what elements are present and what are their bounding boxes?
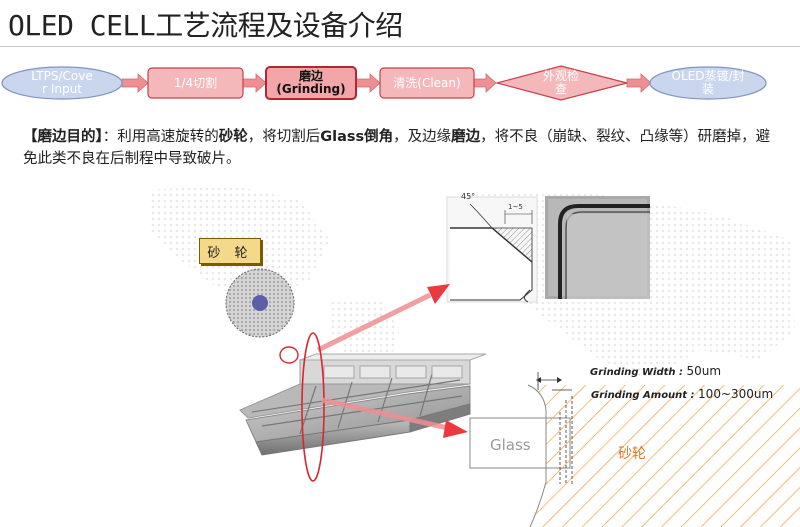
grinding-width-label: Grinding Width : [590, 367, 684, 378]
flow-arrow-1 [121, 73, 149, 93]
edge-highlight-oval [301, 332, 325, 482]
flow-node-encap-line2: 装 [701, 82, 714, 96]
corner-highlight-oval [279, 346, 299, 364]
flow-node-inspect-line1: 外观检 [542, 69, 579, 83]
flow-node-encap-shape [649, 66, 767, 100]
flow-node-ltps-shape [1, 66, 123, 100]
flow-node-cut-label: 1/4切割 [173, 75, 218, 90]
flow-arrow-2 [242, 73, 267, 93]
flow-node-grind-line2: (Grinding) [276, 82, 346, 96]
keyword-edge-grind: 磨边 [451, 129, 481, 145]
purpose-colon: ： [102, 129, 118, 145]
flow-node-inspect-shape [494, 65, 628, 101]
flow-node-encap-line1: OLED蒸镀/封 [671, 69, 745, 83]
flow-node-cut-shape [147, 67, 244, 99]
flow-node-clean-label: 清洗(Clean) [393, 75, 461, 90]
keyword-chamfer: Glass倒角 [320, 129, 394, 145]
purpose-label: 【磨边目的】 [23, 129, 103, 145]
grinding-width-value: 50um [686, 364, 722, 378]
grinding-amount-label: Grinding Amount : [591, 390, 695, 401]
purpose-part-3: ，及边缘 [393, 129, 452, 145]
chamfer-detail-drawing: 45° 1~5 [446, 192, 538, 303]
flow-node-cut: 1/4切割 [148, 68, 243, 98]
grinding-wheel-label: 砂 轮 [199, 238, 261, 264]
purpose-part-1: 利用高速旋转的 [117, 129, 219, 145]
grinding-cross-section [469, 372, 800, 527]
flow-arrow-3 [355, 73, 381, 93]
flow-arrow-4 [473, 73, 497, 93]
pointer-arrow-upper [316, 284, 450, 353]
grinding-width-annotation: Grinding Width : 50um [590, 364, 721, 378]
flow-arrow-5 [626, 73, 652, 93]
flow-node-grind: 磨边 (Grinding) [266, 67, 356, 99]
wheel-section-label: 砂轮 [618, 446, 646, 462]
flow-node-grind-line1: 磨边 [298, 69, 323, 83]
title-divider [0, 46, 800, 47]
angle-label: 45° [461, 192, 475, 201]
page-title: OLED CELL工艺流程及设备介绍 [8, 9, 403, 42]
grinding-illustration: 45° 1~5 [225, 192, 800, 527]
flow-node-inspect: 外观检 查 [527, 67, 595, 99]
flow-node-ltps-line1: LTPS/Cove [31, 69, 93, 83]
process-flow: LTPS/Cove r Input 1/4切割 磨边 (Grinding) 清洗… [0, 52, 800, 112]
flow-node-clean: 清洗(Clean) [380, 68, 474, 98]
flow-node-encap: OLED蒸镀/封 装 [654, 67, 762, 99]
glass-panel-illustration [239, 353, 487, 456]
grinding-amount-annotation: Grinding Amount : 100~300um [591, 387, 773, 401]
dimension-label: 1~5 [508, 203, 523, 211]
pointer-arrow-lower [321, 397, 468, 438]
grinding-amount-value: 100~300um [698, 387, 774, 401]
flow-node-clean-shape [379, 67, 475, 99]
grinding-purpose-text: 【磨边目的】：利用高速旋转的砂轮，将切割后Glass倒角，及边缘磨边，将不良（崩… [23, 126, 783, 170]
purpose-part-2: ，将切割后 [247, 129, 321, 145]
chamfered-corner-photo [545, 196, 650, 299]
glass-label: Glass [490, 436, 531, 454]
keyword-wheel: 砂轮 [218, 129, 248, 145]
grinding-wheel-icon [225, 268, 295, 338]
flow-node-ltps-line2: r Input [42, 82, 82, 96]
flow-node-inspect-line2: 查 [554, 82, 567, 96]
flow-node-ltps: LTPS/Cove r Input [8, 67, 116, 99]
purpose-part-4: ，将不良（崩缺、裂纹、凸缘等）研磨掉，避免此类不良在后制程中导致破片。 [23, 129, 771, 167]
process-flow-shapes [1, 65, 767, 101]
flow-node-grind-shape [265, 66, 357, 100]
